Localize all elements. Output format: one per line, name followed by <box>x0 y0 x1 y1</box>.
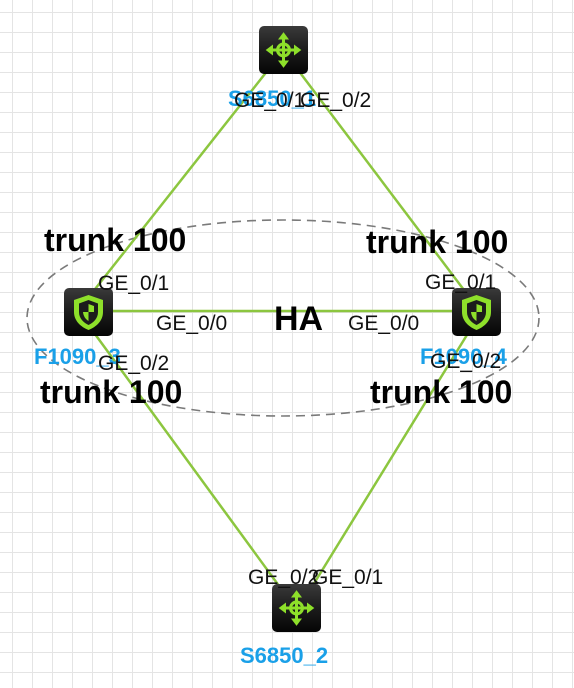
trunk-label-lower-right: trunk 100 <box>370 374 512 410</box>
port-label-s6850-2-right: GE_0/1 <box>312 566 383 589</box>
link-f1090-4-to-s6850-2[interactable] <box>308 329 472 591</box>
ha-group-ellipse <box>26 219 540 417</box>
link-s6850-1-to-f1090-3[interactable] <box>87 69 269 299</box>
firewall-f1090-4[interactable] <box>452 288 501 336</box>
link-s6850-1-to-f1090-4[interactable] <box>297 69 471 299</box>
trunk-label-upper-right: trunk 100 <box>366 224 508 260</box>
port-label-f1090-4-up: GE_0/1 <box>425 271 496 294</box>
port-label-s6850-2-left: GE_0/2 <box>248 566 319 589</box>
port-label-f1090-4-down: GE_0/2 <box>430 350 501 373</box>
link-f1090-3-to-s6850-2[interactable] <box>90 329 284 591</box>
switch-s6850-1[interactable] <box>259 26 308 74</box>
switch-s6850-2[interactable] <box>272 584 321 632</box>
device-name-s6850-1: S6850_1 <box>228 86 316 111</box>
port-label-s6850-1-right: GE_0/2 <box>300 89 371 112</box>
device-name-f1090-4: F1090_4 <box>420 344 508 369</box>
ha-label: HA <box>274 300 323 338</box>
port-label-f1090-3-ha: GE_0/0 <box>156 312 227 335</box>
port-label-f1090-3-up: GE_0/1 <box>98 272 169 295</box>
port-label-s6850-1-left: GE_0/1 <box>234 89 305 112</box>
port-label-f1090-4-ha: GE_0/0 <box>348 312 419 335</box>
port-label-f1090-3-down: GE_0/2 <box>98 352 169 375</box>
device-name-f1090-3: F1090_3 <box>34 344 121 369</box>
trunk-label-lower-left: trunk 100 <box>40 374 182 410</box>
device-name-s6850-2: S6850_2 <box>240 643 328 668</box>
firewall-f1090-3[interactable] <box>64 288 113 336</box>
trunk-label-upper-left: trunk 100 <box>44 222 186 258</box>
